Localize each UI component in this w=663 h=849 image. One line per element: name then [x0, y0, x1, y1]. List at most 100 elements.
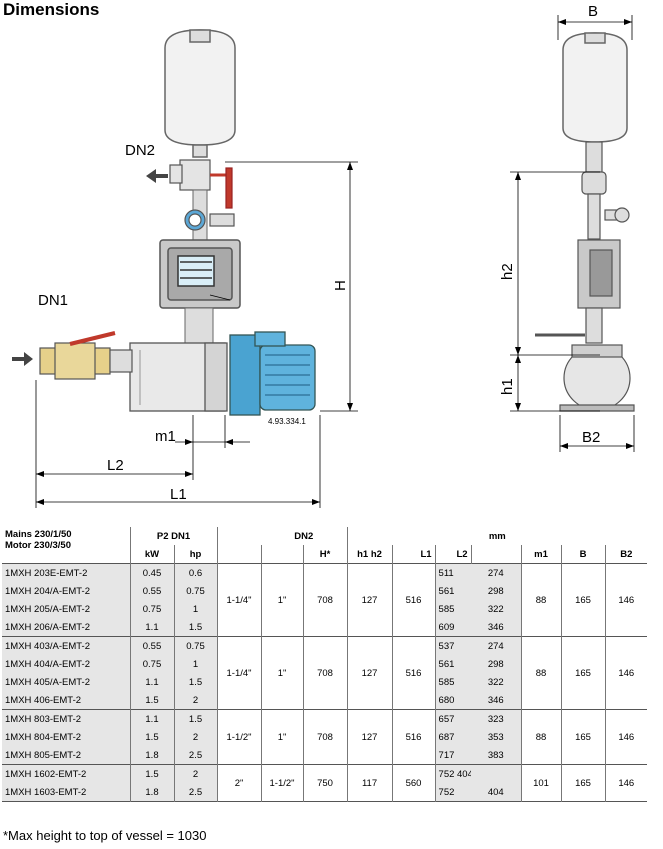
label-l1: L1 [170, 486, 187, 503]
model-cell: 1MXH 404/A-EMT-2 [2, 655, 130, 673]
h-cell: 708 [302, 563, 348, 637]
model-cell: 1MXH 403/A-EMT-2 [2, 636, 130, 655]
page-title: Dimensions [3, 0, 100, 19]
h2-cell [471, 764, 522, 783]
h2-cell: 404 [471, 783, 522, 802]
dn2-outlet [169, 159, 233, 209]
l2-cell: 717 [434, 746, 472, 765]
header-l1: L1 [391, 545, 436, 564]
hp-cell: 1.5 [173, 709, 218, 728]
hp-cell: 2 [173, 764, 218, 783]
b-cell: 165 [560, 709, 606, 765]
b2-cell: 146 [604, 709, 648, 765]
model-cell: 1MXH 805-EMT-2 [2, 746, 130, 765]
label-m1: m1 [155, 428, 176, 445]
h2-cell: 346 [471, 691, 522, 710]
side-column [535, 141, 635, 412]
header-kw: kW [129, 545, 174, 564]
hp-cell: 2.5 [173, 746, 218, 765]
dimension-drawing: 4.93.334.1 DN2 DN1 H m1 L2 L1 [12, 3, 635, 508]
header-voltage: Mains 230/1/50 Motor 230/3/50 [2, 527, 130, 564]
header-mains: Mains 230/1/50 [5, 529, 72, 540]
kw-cell: 1.5 [129, 764, 174, 783]
l2-cell: 680 [434, 691, 472, 710]
h2-cell: 322 [471, 673, 522, 691]
kw-cell: 0.55 [129, 636, 174, 655]
dn2-cell: 1" [260, 563, 304, 637]
label-h2: h2 [499, 263, 516, 280]
pump-body [129, 342, 228, 412]
m1-cell: 88 [520, 636, 562, 710]
label-h: H [332, 280, 349, 291]
l2-cell: 585 [434, 673, 472, 691]
b-cell: 165 [560, 563, 606, 637]
h-cell: 750 [302, 764, 348, 802]
l1-cell: 516 [391, 636, 436, 710]
side-vessel [562, 32, 628, 143]
model-cell: 1MXH 1602-EMT-2 [2, 764, 130, 783]
hp-cell: 0.75 [173, 582, 218, 600]
kw-cell: 0.75 [129, 655, 174, 673]
h1-cell: 117 [346, 764, 393, 802]
kw-cell: 1.8 [129, 746, 174, 765]
kw-cell: 1.1 [129, 673, 174, 691]
kw-cell: 1.1 [129, 618, 174, 637]
dn2-cell: 1-1/2" [260, 764, 304, 802]
model-cell: 1MXH 203E-EMT-2 [2, 563, 130, 582]
header-motor: Motor 230/3/50 [5, 540, 71, 551]
l2-cell: 537 [434, 636, 472, 655]
kw-cell: 0.55 [129, 582, 174, 600]
h1-cell: 127 [346, 709, 393, 765]
motor [229, 331, 316, 416]
kw-cell: 0.75 [129, 600, 174, 618]
l2-cell: 687 [434, 728, 472, 746]
hp-cell: 1.5 [173, 673, 218, 691]
l1-cell: 516 [391, 563, 436, 637]
l2-cell: 657 [434, 709, 472, 728]
b2-cell: 146 [604, 636, 648, 710]
model-cell: 1MXH 1603-EMT-2 [2, 783, 130, 802]
dn2-cell: 1" [260, 709, 304, 765]
dn2-arrow-icon [146, 169, 168, 183]
dimensions-table: Mains 230/1/50 Motor 230/3/50 P2 DN1 DN2… [2, 527, 648, 802]
m1-cell: 101 [520, 764, 562, 802]
model-cell: 1MXH 405/A-EMT-2 [2, 673, 130, 691]
label-b: B [588, 3, 598, 20]
hp-cell: 2.5 [173, 783, 218, 802]
h2-cell: 298 [471, 655, 522, 673]
h2-cell: 322 [471, 600, 522, 618]
dimension-lines [35, 161, 358, 508]
h1-cell: 127 [346, 563, 393, 637]
header-b2: B2 [604, 545, 648, 564]
controller-unit [159, 239, 241, 309]
kw-cell: 1.1 [129, 709, 174, 728]
header-h: H* [302, 545, 348, 564]
b-cell: 165 [560, 636, 606, 710]
model-cell: 1MXH 205/A-EMT-2 [2, 600, 130, 618]
label-h1: h1 [499, 378, 516, 395]
model-cell: 1MXH 204/A-EMT-2 [2, 582, 130, 600]
kw-cell: 0.45 [129, 563, 174, 582]
model-cell: 1MXH 206/A-EMT-2 [2, 618, 130, 637]
h2-cell: 274 [471, 563, 522, 582]
l2-cell: 752 404 [434, 764, 472, 783]
l2-cell: 561 [434, 582, 472, 600]
expansion-vessel [164, 29, 236, 158]
header-dn2: DN2 [294, 530, 314, 542]
hp-cell: 1 [173, 655, 218, 673]
h2-cell: 346 [471, 618, 522, 637]
l2-cell: 752 [434, 783, 472, 802]
dn1-inlet [39, 331, 133, 380]
h-cell: 708 [302, 709, 348, 765]
model-cell: 1MXH 406-EMT-2 [2, 691, 130, 710]
